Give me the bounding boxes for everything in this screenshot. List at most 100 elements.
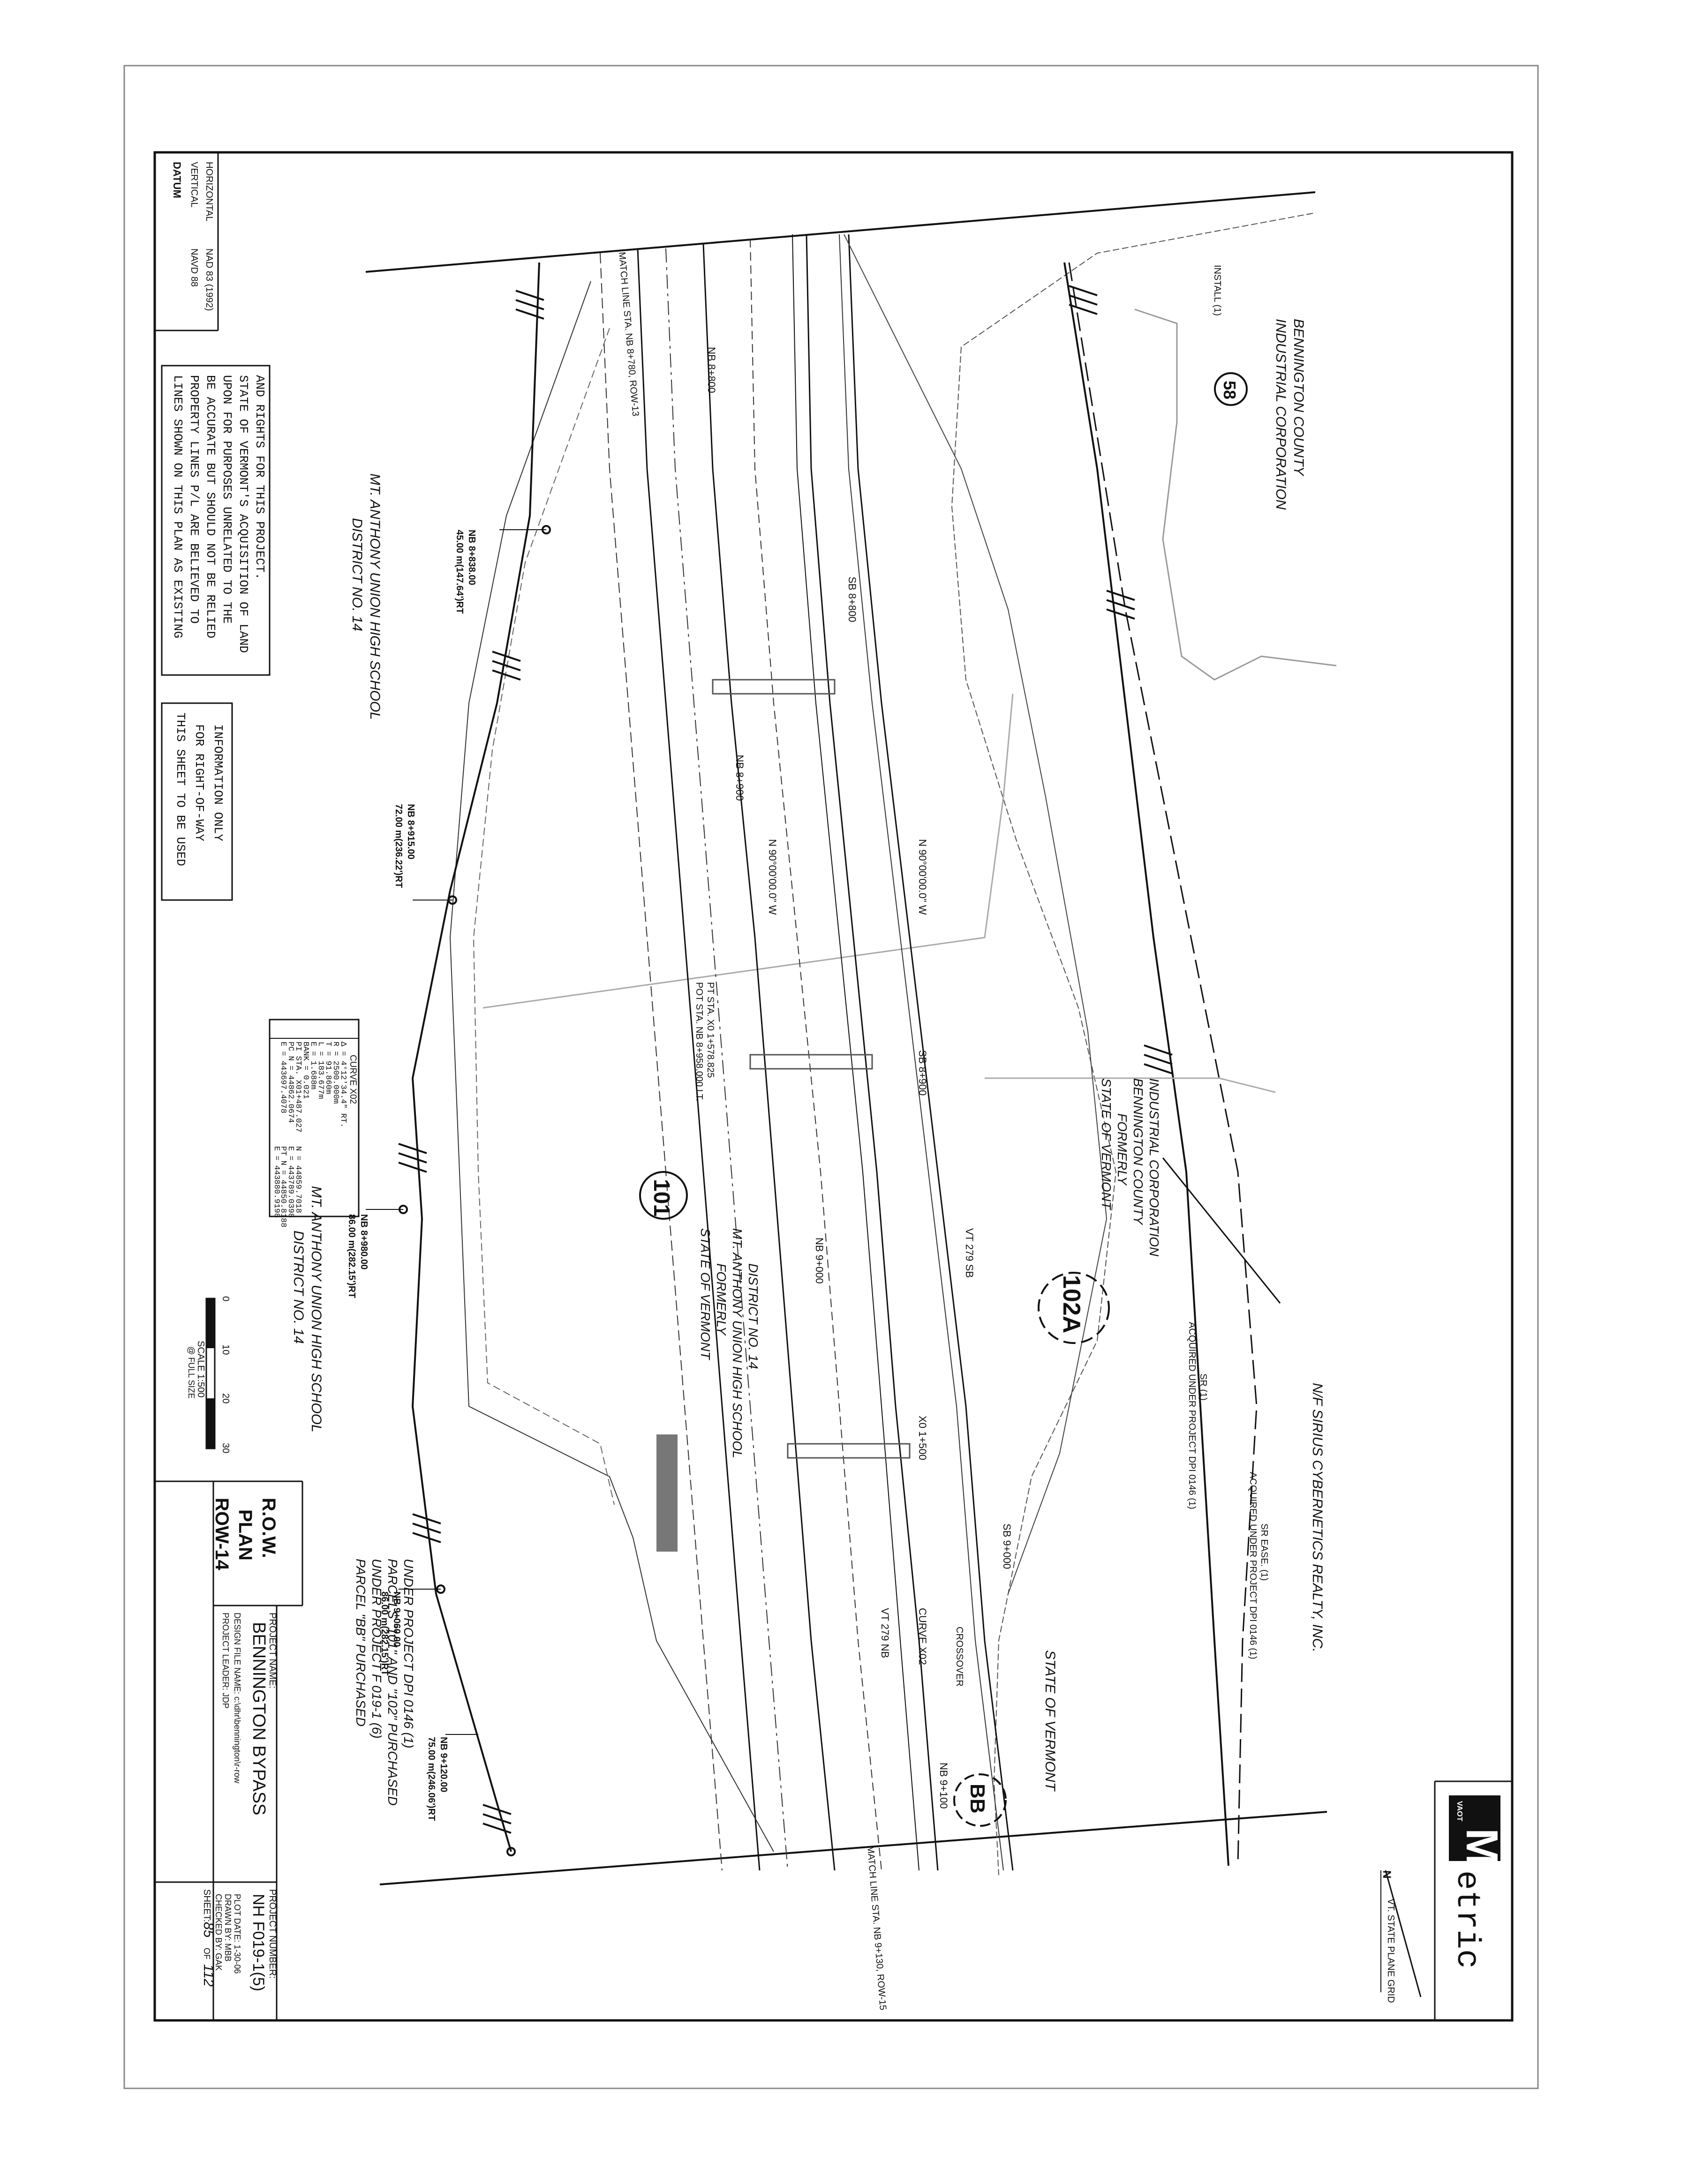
owner-bcic-line2: INDUSTRIAL CORPORATION	[1273, 319, 1289, 510]
note-line-5: STATE OF VERMONT'S ACQUISITION OF LAND	[236, 375, 250, 653]
owner-sov101-line3: MT. ANTHONY UNION HIGH SCHOOL	[730, 1228, 745, 1458]
acquired-easement-line1: SR EASE. (1)	[1259, 1524, 1269, 1581]
line-break-symbols	[398, 285, 1173, 1834]
property-line-bottom	[411, 262, 540, 1852]
vt279-sb: VT 279 SB	[964, 1228, 975, 1278]
note-line-1: LINES SHOWN ON THIS PLAN AS EXISTING	[171, 375, 185, 638]
curve-row: E = 1.688m	[309, 1042, 317, 1089]
curve-row: E = 443880.9198	[272, 1146, 281, 1218]
curve-row: T = 91.860m	[324, 1042, 332, 1094]
project-name: BENNINGTON BYPASS	[249, 1622, 269, 1815]
acquired-slope-line2: ACQUIRED UNDER PROJECT DPI 0146 (1)	[1187, 1322, 1197, 1509]
drawn-by: DRAWN BY: MBB	[223, 1894, 233, 1961]
easement-diagonal	[1162, 1157, 1281, 1304]
owner-sov102a-line1: STATE OF VERMONT	[1099, 1078, 1114, 1210]
bearing-2: N 90°00'00.0" W	[917, 839, 928, 915]
curve-row: R = 2500.000m	[331, 1042, 340, 1104]
outer-page-border	[123, 65, 1539, 2089]
parcel-102a: 102A	[1038, 1272, 1110, 1344]
project-name-label: PROJECT NAME:	[267, 1613, 278, 1689]
row-corner-markers	[399, 525, 551, 1856]
row-callout-1-offset: 45.00 m(147.64')RT	[454, 530, 465, 614]
curve-row: E = 443789.0398	[286, 1146, 295, 1218]
owner-sov101-line2: FORMERLY	[714, 1263, 729, 1336]
sheet-of: OF	[202, 1948, 211, 1959]
parcel-boundary-gray	[482, 693, 1014, 1009]
datum-vertical-value: NAVD 88	[189, 248, 199, 287]
curve-row: Δ = 4°12'34.4" RT.	[339, 1042, 347, 1128]
owner-mta-bottom-line2: DISTRICT NO. 14	[291, 1231, 306, 1344]
row-callout-5-station: NB 9+120.00	[438, 1737, 449, 1792]
property-lines-note: LINES SHOWN ON THIS PLAN AS EXISTING PRO…	[161, 365, 271, 676]
plot-date: PLOT DATE: 1-30-06	[233, 1894, 242, 1974]
scale-sublabel: @ FULL SIZE	[187, 1346, 196, 1399]
owner-mta-bottom-line1: MT. ANTHONY UNION HIGH SCHOOL	[309, 1186, 324, 1433]
row-callout-5: NB 9+120.00 75.00 m(246.06')RT	[426, 1734, 478, 1821]
parcel-note-line1: PARCEL "BB" PURCHASED	[354, 1559, 368, 1726]
bearing-1: N 90°00'00.0" W	[767, 839, 778, 915]
pdf-ditch	[449, 281, 774, 1852]
station-sb-9000: SB 9+000	[1001, 1524, 1013, 1569]
x0-1500: X0 1+500	[917, 1416, 928, 1460]
parcel-note-line4: UNDER PROJECT DPI 0146 (1)	[401, 1559, 416, 1749]
roadway	[600, 234, 1014, 1871]
station-nb-8800: NB 8+800	[706, 347, 717, 393]
scale-tick-20: 20	[220, 1393, 231, 1403]
acquired-row-line	[1068, 262, 1258, 1866]
row-callout-1-station: NB 8+838.00	[467, 530, 477, 585]
row-callout-3-offset: 86.00 m(282.15')RT	[347, 1214, 357, 1298]
owner-sov101-line1: STATE OF VERMONT	[698, 1228, 713, 1360]
sheet-prefix: SHEET:	[202, 1889, 212, 1922]
scale-tick-0: 0	[220, 1296, 231, 1301]
project-leader: PROJECT LEADER: JDP	[221, 1613, 230, 1709]
project-number-label: PROJECT NUMBER:	[267, 1889, 278, 1979]
sheet-border	[153, 151, 1514, 2022]
row-note-line-2: FOR RIGHT-OF-WAY	[192, 724, 206, 841]
station-nb-9100: NB 9+100	[938, 1763, 950, 1809]
north-arrow: VT. STATE PLANE GRID N	[1380, 1870, 1422, 2003]
checked-by: CHECKED BY: GAK	[214, 1894, 223, 1971]
row-only-note: THIS SHEET TO BE USED FOR RIGHT-OF-WAY I…	[161, 702, 233, 901]
owner-sov101-line4: DISTRICT NO. 14	[746, 1263, 761, 1369]
row-callout-5-offset: 75.00 m(246.06')RT	[426, 1737, 437, 1821]
fence-line	[951, 213, 1313, 1876]
title-block: R.O.W. PLAN ROW-14 PROJECT NAME: BENNING…	[155, 1480, 303, 2020]
note-line-3: BE ACCURATE BUT SHOULD NOT BE RELIED	[203, 375, 218, 638]
row-note-line-1: THIS SHEET TO BE USED	[173, 713, 188, 866]
sheet-title-number: ROW-14	[211, 1498, 232, 1571]
north-arrow-label: VT. STATE PLANE GRID	[1386, 1899, 1396, 2003]
ramp-outline	[844, 234, 1108, 1594]
match-line-right-label: MATCH LINE STA. NB 9+130, ROW-15	[865, 1846, 888, 2011]
match-line-right	[379, 1811, 1327, 1885]
datum-horizontal-value: NAD 83 (1992)	[204, 248, 214, 311]
row-callout-3: NB 8+980.00 86.00 m(282.15')RT	[347, 1209, 403, 1298]
crossover-label: CROSSOVER	[954, 1627, 965, 1687]
vt279-nb: VT 279 NB	[879, 1608, 891, 1658]
scale-label: SCALE 1:500	[196, 1341, 206, 1397]
note-line-6: AND RIGHTS FOR THIS PROJECT.	[253, 375, 267, 580]
owner-sov102a-line4: INDUSTRIAL CORPORATION	[1147, 1078, 1161, 1257]
station-sb-8900: SB 8+900	[917, 1050, 928, 1096]
design-file-name: DESIGN FILE NAME: c:\dhr\bennington\r-ro…	[233, 1613, 242, 1784]
row-callout-4: NB 9+060.00 86.00 m(282.15')RT	[379, 1589, 441, 1675]
parcel-101: 101	[639, 1171, 688, 1220]
station-nb-8900: NB 8+900	[734, 755, 746, 801]
acquired-slope-line1: SR (1)	[1198, 1373, 1208, 1401]
parcel-58-number: 58	[1220, 381, 1239, 399]
station-sb-8800: SB 8+800	[846, 577, 858, 622]
owner-bcic-line1: BENNINGTON COUNTY	[1291, 319, 1306, 476]
owner-mta-top-line1: MT. ANTHONY UNION HIGH SCHOOL	[367, 473, 383, 720]
match-line-left-label: MATCH LINE STA. NB 8+780, ROW-13	[617, 252, 641, 417]
curve-x02-label: CURVE X02	[917, 1608, 928, 1665]
parcel-note-line2: UNDER PROJECT F 019-1 (6)	[369, 1559, 384, 1739]
sheet-title-plan: PLAN	[235, 1509, 256, 1561]
row-callout-3-station: NB 8+980.00	[359, 1214, 369, 1269]
sheet-total: 112	[201, 1964, 216, 1987]
curve-row: PI STA. X01+487.027	[294, 1042, 302, 1133]
curve-row: PC N = 44862.0674	[286, 1042, 295, 1123]
logo-badge: VAOT	[1455, 1801, 1463, 1821]
project-number: NH F019-1(5)	[249, 1894, 267, 1991]
row-note-line-3: INFORMATION ONLY	[211, 724, 225, 841]
parcel-bb-label: BB	[966, 1784, 989, 1814]
